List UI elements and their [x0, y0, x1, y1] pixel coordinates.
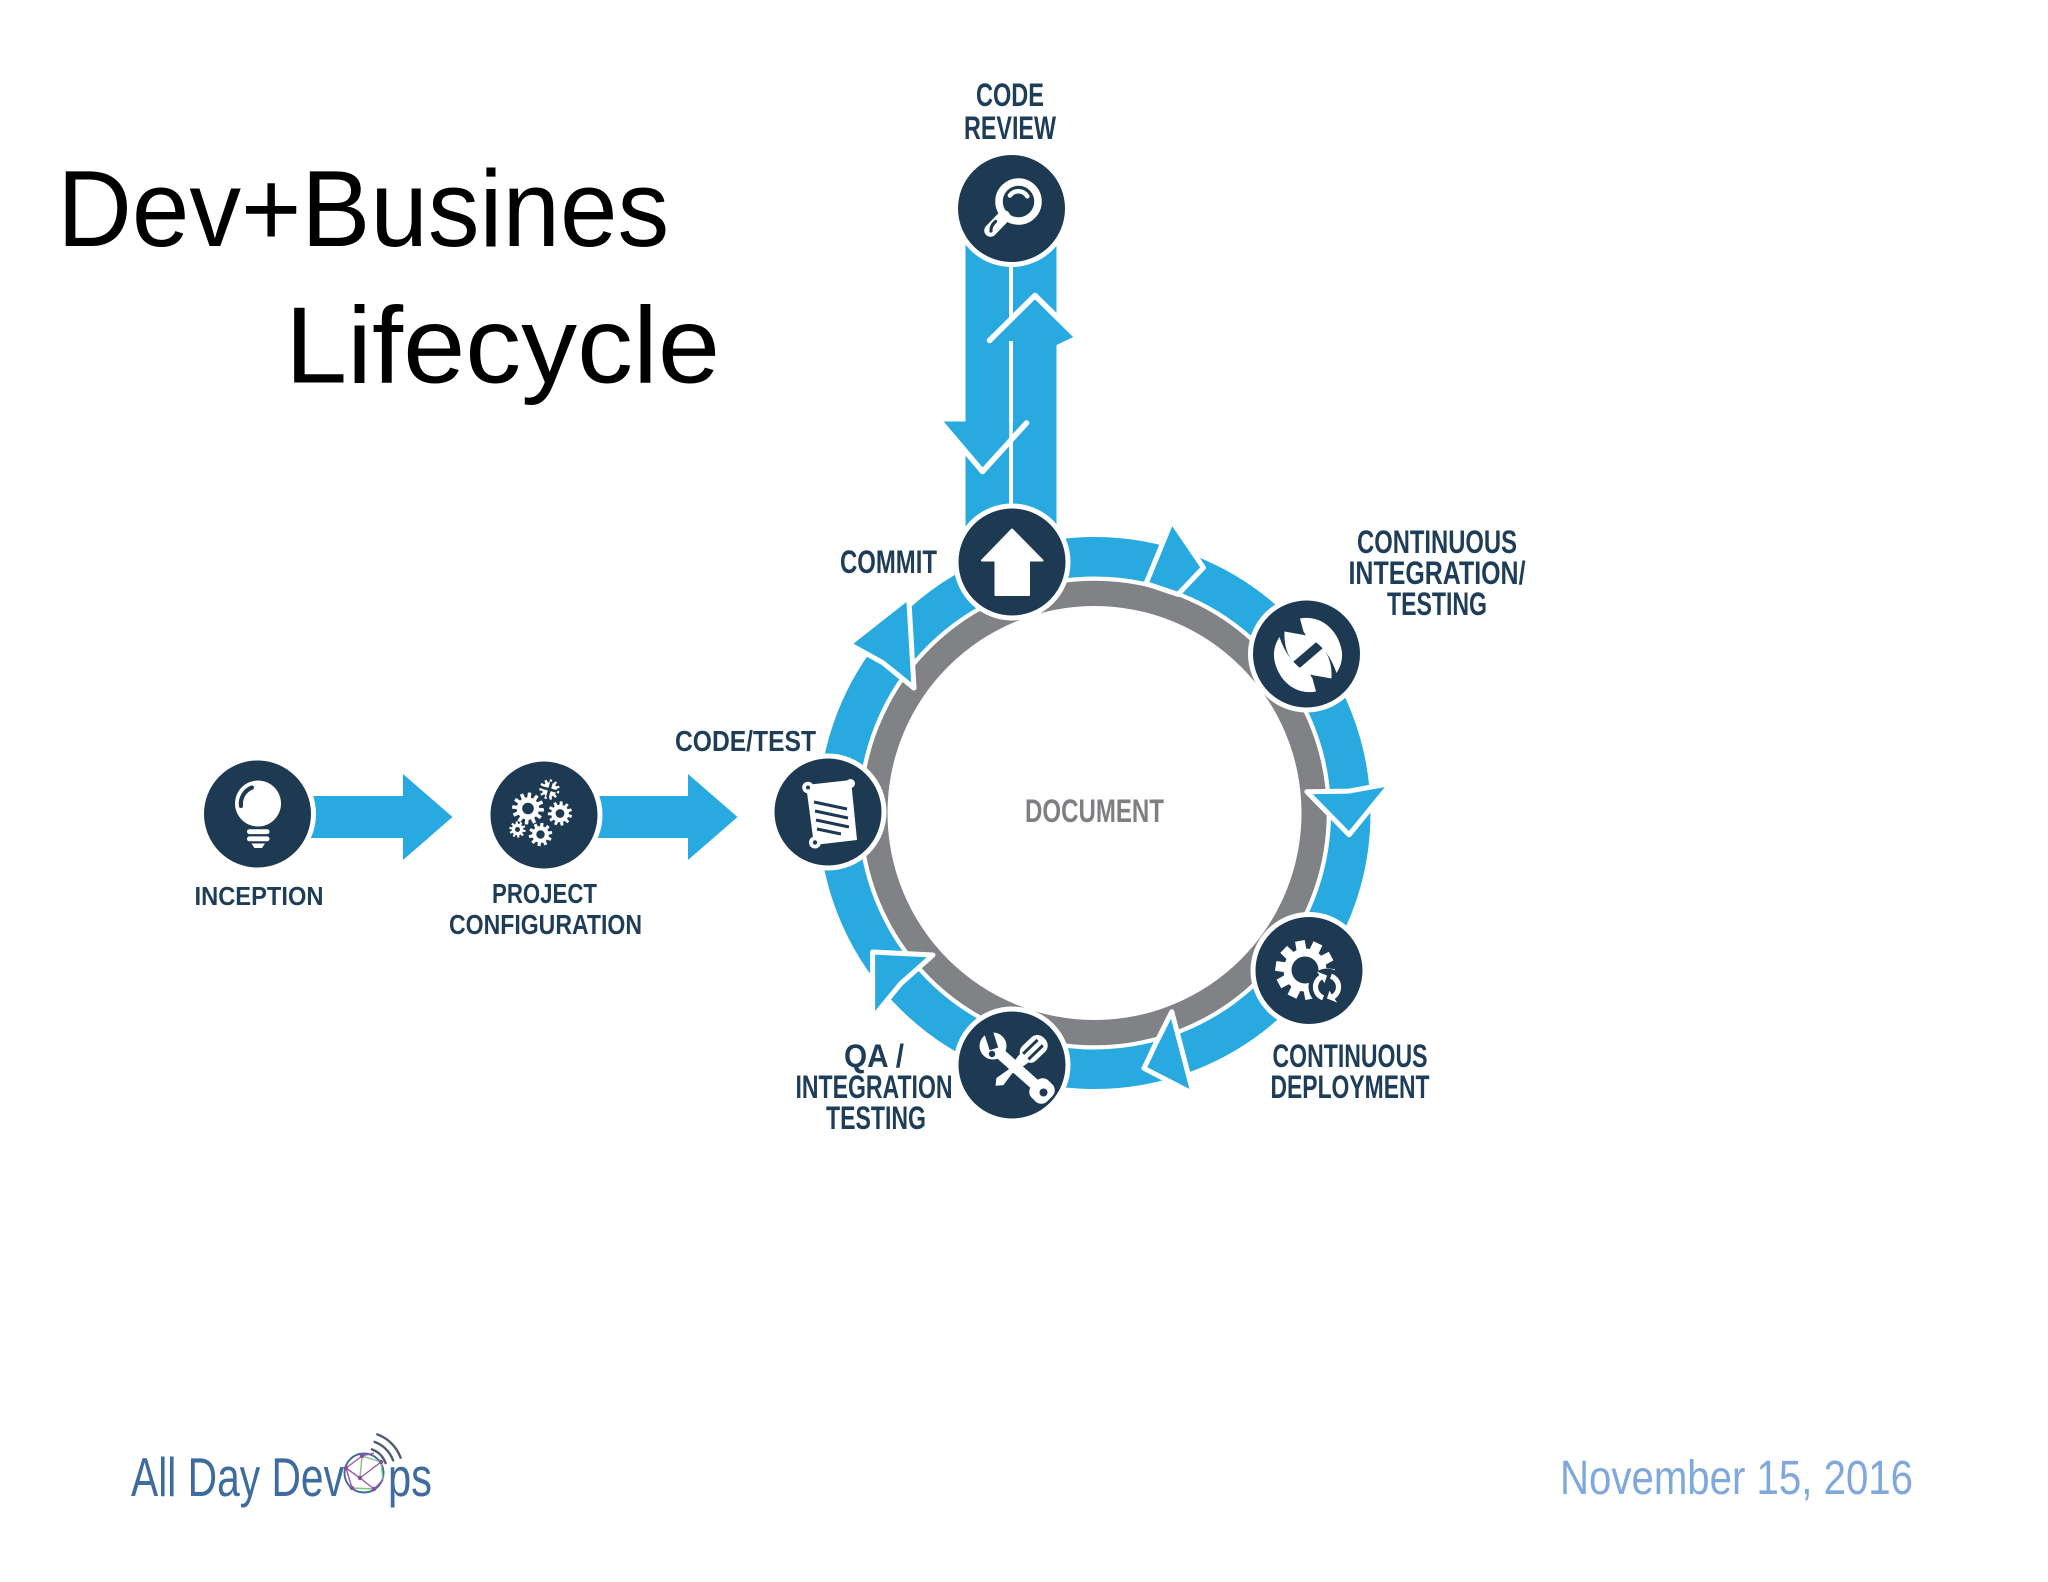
svg-text:INTEGRATION/: INTEGRATION/	[1349, 555, 1526, 591]
svg-text:INTEGRATION: INTEGRATION	[796, 1069, 953, 1105]
svg-text:REVIEW: REVIEW	[964, 110, 1057, 146]
svg-text:INCEPTION: INCEPTION	[195, 881, 324, 911]
svg-text:November 15, 2016: November 15, 2016	[1560, 1452, 1913, 1505]
svg-text:PROJECT: PROJECT	[492, 878, 597, 909]
svg-text:CODE: CODE	[976, 77, 1044, 113]
svg-text:Lifecycle: Lifecycle	[285, 285, 720, 407]
svg-text:QA /: QA /	[844, 1038, 904, 1074]
svg-text:CONTINUOUS: CONTINUOUS	[1273, 1038, 1428, 1074]
svg-text:DEPLOYMENT: DEPLOYMENT	[1271, 1069, 1430, 1105]
svg-text:ps: ps	[388, 1446, 432, 1508]
svg-text:CONTINUOUS: CONTINUOUS	[1357, 524, 1517, 560]
svg-text:TESTING: TESTING	[1387, 586, 1487, 622]
svg-text:COMMIT: COMMIT	[840, 544, 937, 580]
svg-text:DOCUMENT: DOCUMENT	[1025, 793, 1164, 829]
svg-text:CONFIGURATION: CONFIGURATION	[449, 909, 642, 940]
svg-text:Dev+Busines: Dev+Busines	[57, 148, 669, 270]
svg-text:All Day Dev: All Day Dev	[131, 1446, 344, 1508]
svg-text:TESTING: TESTING	[826, 1100, 926, 1136]
svg-text:CODE/TEST: CODE/TEST	[675, 726, 816, 758]
